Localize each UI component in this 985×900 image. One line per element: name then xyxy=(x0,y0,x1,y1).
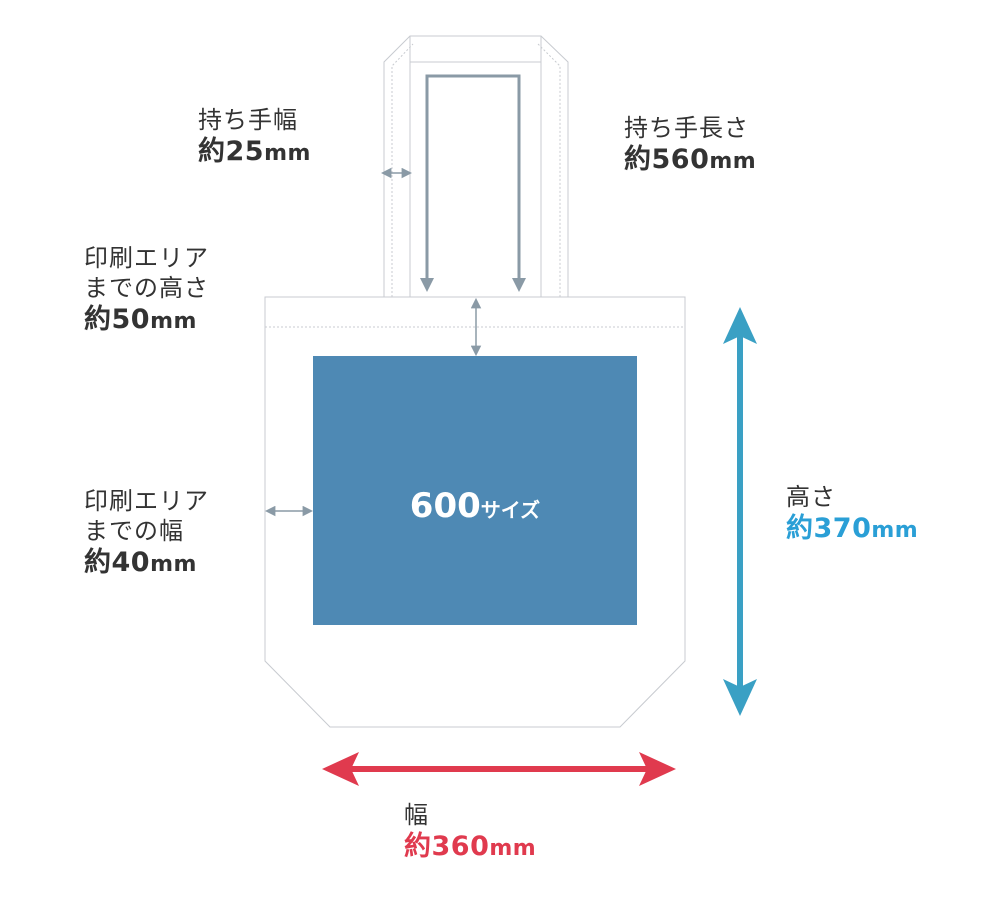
print-area xyxy=(313,356,637,625)
width-value: 約360mm xyxy=(404,831,537,862)
height-title: 高さ xyxy=(786,483,836,511)
handle-length-arrow xyxy=(420,74,526,292)
height-value: 約370mm xyxy=(786,513,919,544)
handle-width-label: 持ち手幅 約25mm xyxy=(198,105,311,169)
print-top-value: 約50mm xyxy=(84,304,197,335)
handle-outline xyxy=(383,35,569,297)
print-area-suffix: サイズ xyxy=(480,498,541,522)
height-arrow xyxy=(723,307,757,716)
width-label: 幅 約360mm xyxy=(404,800,536,864)
print-side-label: 印刷エリア までの幅 約40mm xyxy=(84,486,209,580)
handle-length-value: 約560mm xyxy=(624,144,757,175)
handle-width-title: 持ち手幅 xyxy=(198,106,298,134)
print-top-title-1: 印刷エリア xyxy=(84,244,209,272)
print-area-label: 600サイズ xyxy=(313,486,637,526)
handle-width-value: 約25mm xyxy=(198,136,311,167)
handle-length-label: 持ち手長さ 約560mm xyxy=(624,113,756,177)
height-label: 高さ 約370mm xyxy=(786,482,918,546)
width-title: 幅 xyxy=(404,801,429,829)
width-arrow xyxy=(322,752,676,786)
handle-length-title: 持ち手長さ xyxy=(624,114,749,142)
print-side-title-1: 印刷エリア xyxy=(84,487,209,515)
print-top-label: 印刷エリア までの高さ 約50mm xyxy=(84,243,209,337)
print-area-size: 600 xyxy=(409,486,481,526)
print-top-title-2: までの高さ xyxy=(84,274,209,302)
print-side-value: 約40mm xyxy=(84,547,197,578)
print-side-title-2: までの幅 xyxy=(84,517,184,545)
